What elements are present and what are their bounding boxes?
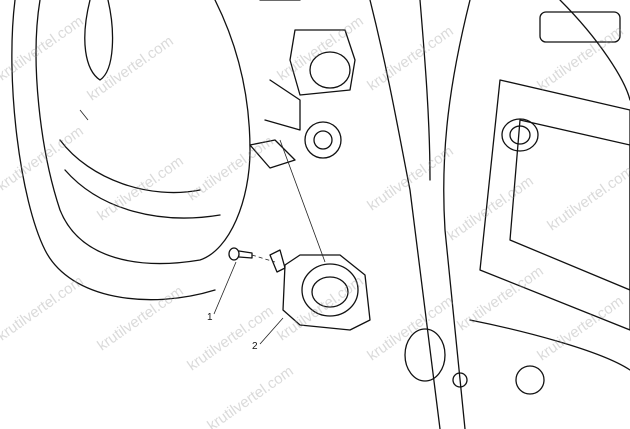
steering-wheel <box>11 0 251 301</box>
ignition-switch-assembly <box>269 139 371 331</box>
callout-1: 1 <box>207 312 213 323</box>
steering-column <box>249 0 356 169</box>
callout-leader-1 <box>213 261 237 315</box>
center-console <box>369 0 630 429</box>
screw <box>228 247 276 263</box>
callout-2: 2 <box>252 341 258 352</box>
callout-leader-2 <box>259 317 284 345</box>
